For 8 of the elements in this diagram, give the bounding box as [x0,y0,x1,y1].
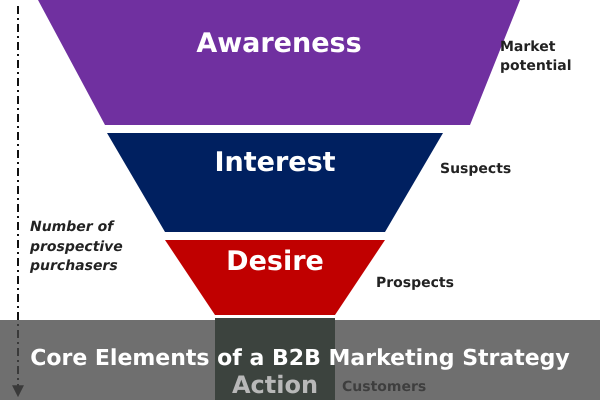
stage-caption: Prospects [376,274,455,293]
stage-caption: Suspects [440,160,512,179]
stage-name: Desire [225,248,325,275]
stage-caption: Market potential [500,38,573,76]
stage-name: Interest [213,149,337,176]
axis-note: Number of prospective purchasers [30,218,124,276]
stage-name: Action [230,373,320,397]
title-text: Core Elements of a B2B Marketing Strategy [29,348,571,370]
